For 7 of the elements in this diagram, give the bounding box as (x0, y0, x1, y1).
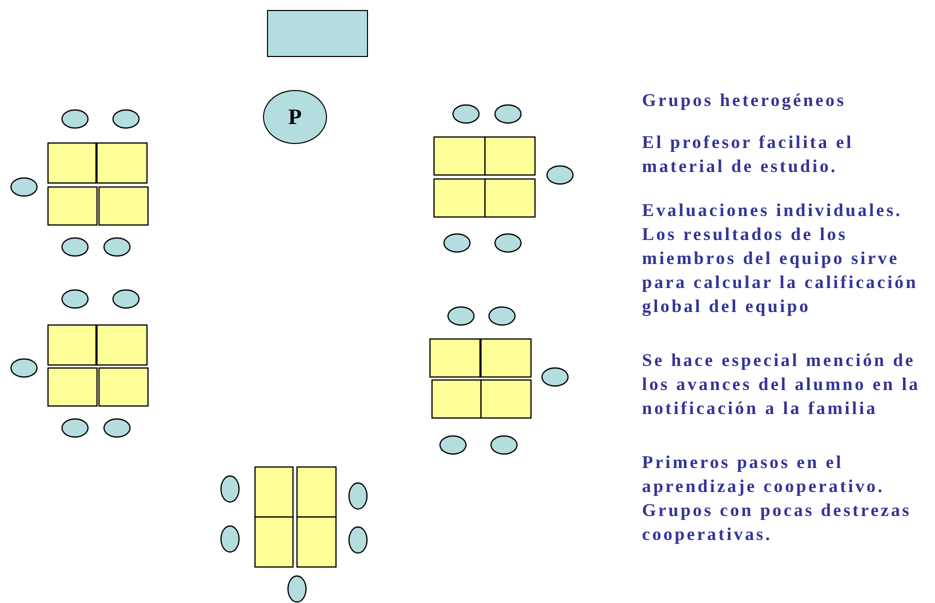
note-text: El profesor facilita el material de estudio. (642, 131, 854, 178)
teacher-circle: P (263, 90, 327, 144)
board-rect (267, 10, 368, 57)
note-text: Se hace especial mención de los avances del alumno en la notificación a la familia (642, 349, 922, 420)
note-text: Primeros pasos en el aprendizaje cooperativo. Grupos con pocas destrezas cooperativas. (642, 451, 912, 546)
heading-text: Grupos heterogéneos (642, 89, 847, 112)
note-text: Evaluaciones individuales. Los resultados de los miembros del equipo sirve para calcular la calificación global del equipo (642, 199, 919, 318)
